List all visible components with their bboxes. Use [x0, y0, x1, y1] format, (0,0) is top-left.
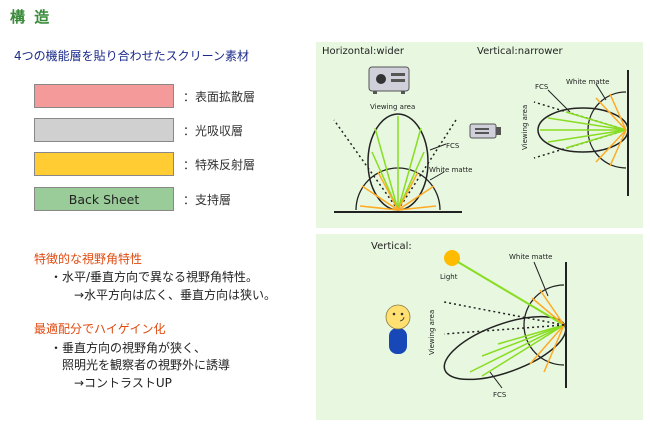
feature-heading-high-gain: 最適配分でハイゲイン化 — [34, 322, 166, 336]
feature-line: ・垂直方向の視野角が狭く、 — [50, 341, 207, 355]
viewer-person-icon — [385, 304, 411, 354]
fcs-label: FCS — [446, 142, 460, 150]
white-matte-label-2: White matte — [566, 78, 609, 86]
page-title: 構 造 — [10, 8, 52, 26]
layer-label-support: ：支持層 — [183, 193, 232, 207]
horizontal-title: Horizontal:wider — [322, 46, 405, 57]
projector-icon — [368, 66, 410, 94]
viewing-area-label: Viewing area — [370, 103, 415, 111]
light-label: Light — [440, 273, 458, 281]
fcs-label-2: FCS — [535, 83, 549, 91]
layer-label-light-absorption: ：光吸収層 — [183, 124, 244, 138]
viewing-area-label-3: Viewing area — [428, 310, 436, 355]
projector-side-icon — [469, 123, 501, 139]
fcs-label-3: FCS — [493, 391, 507, 399]
layer-label-special-reflection: ：特殊反射層 — [183, 158, 256, 172]
feature-line: ・水平/垂直方向で異なる視野角特性。 — [50, 270, 259, 284]
viewing-area-label-2: Viewing area — [521, 105, 529, 150]
layer-surface-diffusion — [34, 84, 174, 108]
white-matte-label-3: White matte — [509, 253, 552, 261]
layer-back-sheet: Back Sheet — [34, 187, 174, 211]
white-matte-label: White matte — [429, 166, 472, 174]
feature-line: 照明光を観察者の視野外に誘導 — [62, 358, 231, 372]
vertical-narrower-title: Vertical:narrower — [477, 46, 564, 57]
light-source-icon — [444, 250, 460, 266]
layer-label-surface-diffusion: ：表面拡散層 — [183, 90, 256, 104]
vertical-title: Vertical: — [371, 241, 412, 252]
diagram-panel-bottom — [316, 234, 643, 420]
subtitle: 4つの機能層を貼り合わせたスクリーン素材 — [14, 49, 250, 63]
feature-heading-viewing-angle: 特徴的な視野角特性 — [34, 252, 143, 266]
feature-line: →水平方向は広く、垂直方向は狭い。 — [74, 288, 277, 302]
layer-light-absorption — [34, 118, 174, 142]
feature-line: →コントラストUP — [74, 376, 172, 390]
layer-special-reflection — [34, 152, 174, 176]
